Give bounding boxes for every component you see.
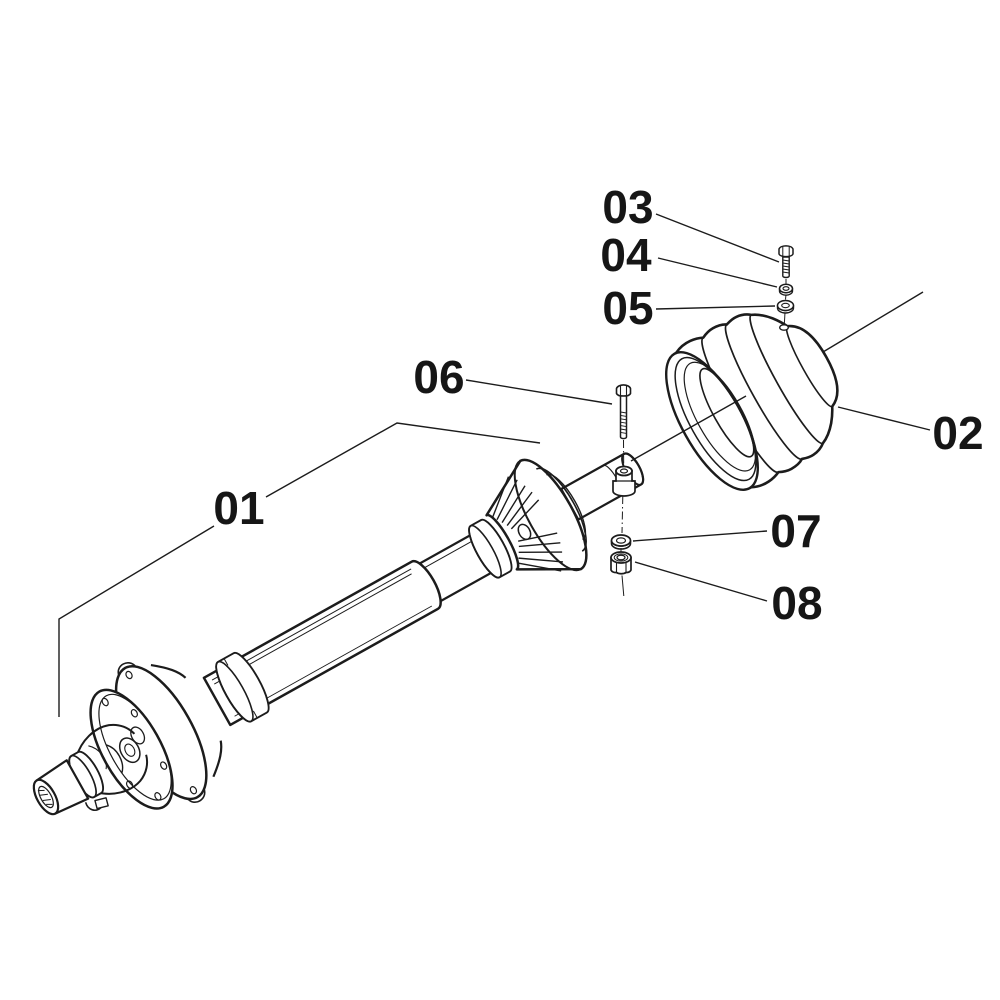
part-label-06: 06 xyxy=(413,351,464,403)
guard-bell-neck xyxy=(150,663,223,778)
leader-08 xyxy=(634,561,768,602)
drive-shaft-assembly xyxy=(32,452,645,816)
bolt-threads xyxy=(620,411,627,434)
leader-01b xyxy=(58,525,215,717)
part-label-01: 01 xyxy=(213,482,264,534)
hex-bolt-long xyxy=(615,384,632,440)
lock-washer-04 xyxy=(778,283,794,296)
bearing-collar-ring xyxy=(215,651,270,723)
leader-05 xyxy=(655,305,776,310)
centerline xyxy=(783,312,786,325)
universal-joint xyxy=(75,723,149,795)
guard-bell-cone xyxy=(665,313,839,491)
hex-nut-08 xyxy=(610,551,632,575)
leader-07 xyxy=(632,530,768,542)
flat-washer-07 xyxy=(610,534,632,550)
assembly-alignment-line xyxy=(630,291,924,462)
flat-washer-05 xyxy=(776,299,795,314)
leader-01a xyxy=(265,422,541,498)
part-label-05: 05 xyxy=(602,282,653,334)
bolt-centerline-lower xyxy=(621,495,624,534)
yoke-bolt-boss xyxy=(612,465,636,497)
leader-03 xyxy=(655,213,780,263)
bolt-threads xyxy=(782,259,790,274)
part-label-03: 03 xyxy=(602,181,653,233)
cone-bolt-hole xyxy=(779,324,790,331)
cone-surface-hole xyxy=(517,523,532,541)
leader-lines xyxy=(58,213,931,717)
leader-02 xyxy=(837,406,931,431)
part-label-08: 08 xyxy=(771,577,822,629)
leader-04 xyxy=(657,257,778,288)
part-label-02: 02 xyxy=(932,407,983,459)
part-labels: 01 02 03 04 05 06 07 08 xyxy=(213,181,983,629)
centerline-below-nut xyxy=(621,575,625,597)
hex-bolt-short xyxy=(778,245,794,279)
part-label-04: 04 xyxy=(600,229,652,281)
shaft-guard-cone-ribbed xyxy=(485,458,588,572)
part-label-07: 07 xyxy=(770,505,821,557)
lower-guard-bell xyxy=(114,662,208,803)
spline-hatching xyxy=(37,789,53,805)
leader-06 xyxy=(465,379,613,405)
centerline xyxy=(785,294,787,300)
cone-collar-ring xyxy=(468,518,513,579)
splined-hub xyxy=(32,750,109,816)
